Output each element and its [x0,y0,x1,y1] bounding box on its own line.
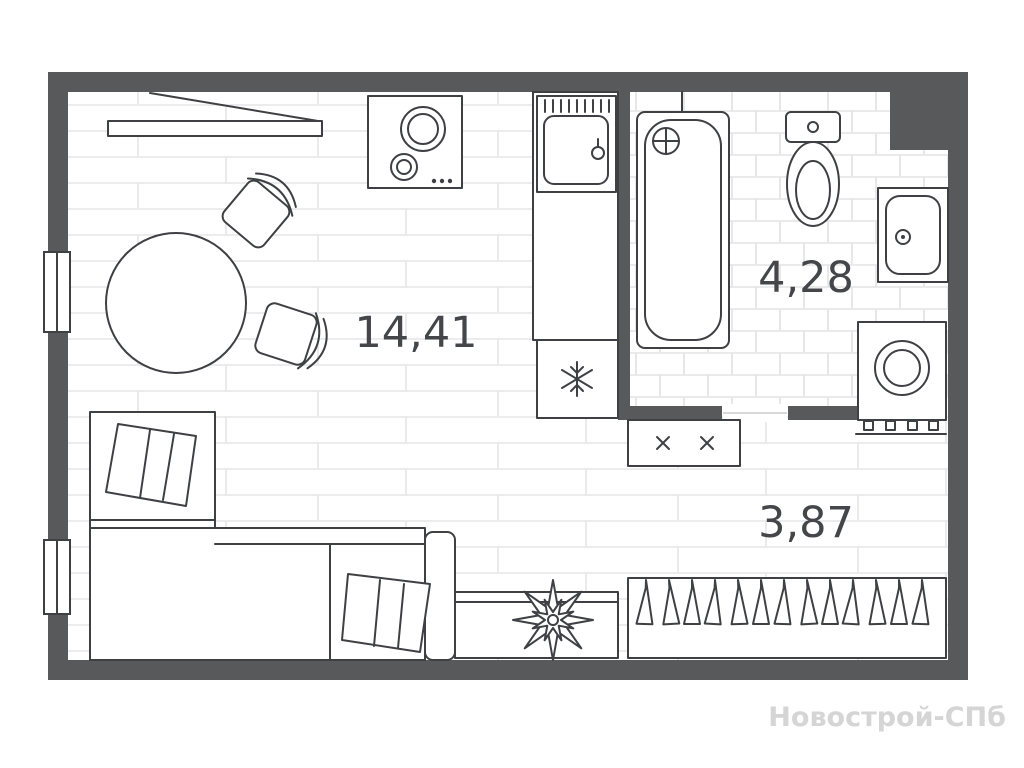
toilet-bowl-inner [795,160,831,220]
burner-large-inner [407,113,439,145]
corner-sofa [89,411,456,661]
washer-foot [928,420,939,431]
stove [367,95,463,189]
bathtub-inner [644,119,722,341]
toilet-flush-button [807,121,819,133]
wall-top [48,72,968,92]
burner-small-inner [396,159,412,175]
sink-faucet [591,146,605,160]
sofa-pillow [105,423,197,507]
stove-knobs [431,178,453,184]
cross-hook-icon [656,436,670,450]
toilet-bowl [786,141,840,227]
sink-drainboard [544,99,610,113]
tv-screen [107,120,323,137]
tv-bracket [149,92,319,122]
burner-small [390,153,418,181]
sofa-armrest [424,531,456,661]
washbasin-outer [877,187,949,283]
wall-bathroom-left [618,92,630,408]
washbasin-bowl [885,195,941,275]
hallway-area-label: 3,87 [758,498,854,548]
wall-right [948,92,968,660]
plant-star-icon [512,579,594,661]
bathtub-mixer-cross [652,127,680,155]
washing-machine-body [857,321,947,421]
wardrobe [627,577,947,659]
washing-machine-door-inner [883,349,921,387]
sofa-pillow [341,573,431,653]
bathtub [636,91,730,349]
entry-bench-top [627,419,741,467]
burner-large [400,106,446,152]
washer-foot [885,420,896,431]
wall-bathroom-bottom-b [788,406,860,420]
sink-basin [543,115,609,185]
room-labels: 14,41 4,28 3,87 [354,253,853,548]
tv [107,92,323,137]
bathroom-door-opening [723,404,787,422]
washer-foot [907,420,918,431]
living-room-area-label: 14,41 [354,308,477,358]
toilet [785,111,841,227]
bathroom-area-label: 4,28 [758,253,854,303]
cross-hook-icon [700,436,714,450]
washbasin-drain [901,235,905,239]
windows [43,251,71,615]
wall-bathroom-bottom-a [618,406,722,420]
fridge [536,339,619,419]
wall-bottom [48,660,968,680]
kitchen-sink [536,95,617,193]
ventilation-shaft [890,92,948,150]
washbasin [877,187,949,283]
washing-machine-door [874,340,930,396]
washing-machine [855,321,947,435]
walls [48,72,968,680]
bathtub-outer [636,111,730,349]
snowflake-icon [561,361,593,397]
watermark: Новострой-СПб [768,702,1006,733]
furniture [89,91,949,661]
dining-table [105,232,247,374]
plant-stand [454,579,619,661]
wall-left [48,92,68,660]
washer-foot [863,420,874,431]
entry-bench [627,419,741,467]
